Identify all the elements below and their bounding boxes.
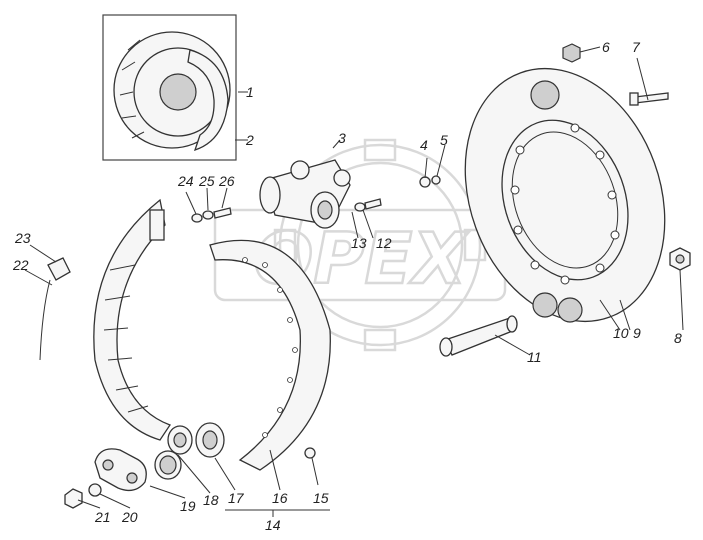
- lining: [209, 239, 331, 471]
- callout-7: 7: [632, 39, 641, 55]
- callout-3: 3: [338, 130, 346, 146]
- callout-26: 26: [218, 173, 235, 189]
- callout-22: 22: [12, 257, 29, 273]
- callout-5: 5: [440, 132, 448, 148]
- callout-12: 12: [376, 235, 392, 251]
- callout-10: 10: [613, 325, 629, 341]
- nut-right: [669, 247, 691, 271]
- leader-lines: [24, 46, 684, 517]
- anchor-pin: [439, 315, 518, 357]
- callout-labels: 1 2 3 4 5 6 7 8 9 10 11 12 13 14 15 16 1…: [12, 39, 682, 533]
- callout-19: 19: [180, 498, 196, 514]
- wheel-cylinder: [259, 159, 351, 229]
- callout-8: 8: [674, 330, 682, 346]
- callout-17: 17: [228, 490, 245, 506]
- callout-24: 24: [177, 173, 194, 189]
- callout-13: 13: [351, 235, 367, 251]
- rivet: [304, 447, 316, 459]
- callout-18: 18: [203, 492, 219, 508]
- backing-plate: [464, 67, 666, 323]
- nut-bolt-top: [562, 43, 669, 106]
- callout-2: 2: [245, 132, 254, 148]
- small-fasteners: [191, 175, 441, 223]
- callout-15: 15: [313, 490, 329, 506]
- callout-21: 21: [94, 509, 111, 525]
- callout-25: 25: [198, 173, 215, 189]
- bushings: [154, 422, 225, 480]
- callout-4: 4: [420, 137, 428, 153]
- assembly-inset: [102, 14, 237, 161]
- callout-23: 23: [14, 230, 31, 246]
- callout-16: 16: [272, 490, 288, 506]
- callout-9: 9: [633, 325, 641, 341]
- brake-shoe: [93, 198, 171, 441]
- wear-sensor: [39, 257, 71, 361]
- callout-14: 14: [265, 517, 281, 533]
- callout-11: 11: [527, 349, 542, 365]
- plate-and-nut: [64, 448, 147, 509]
- callout-20: 20: [121, 509, 138, 525]
- callout-1: 1: [246, 84, 254, 100]
- callout-6: 6: [602, 39, 610, 55]
